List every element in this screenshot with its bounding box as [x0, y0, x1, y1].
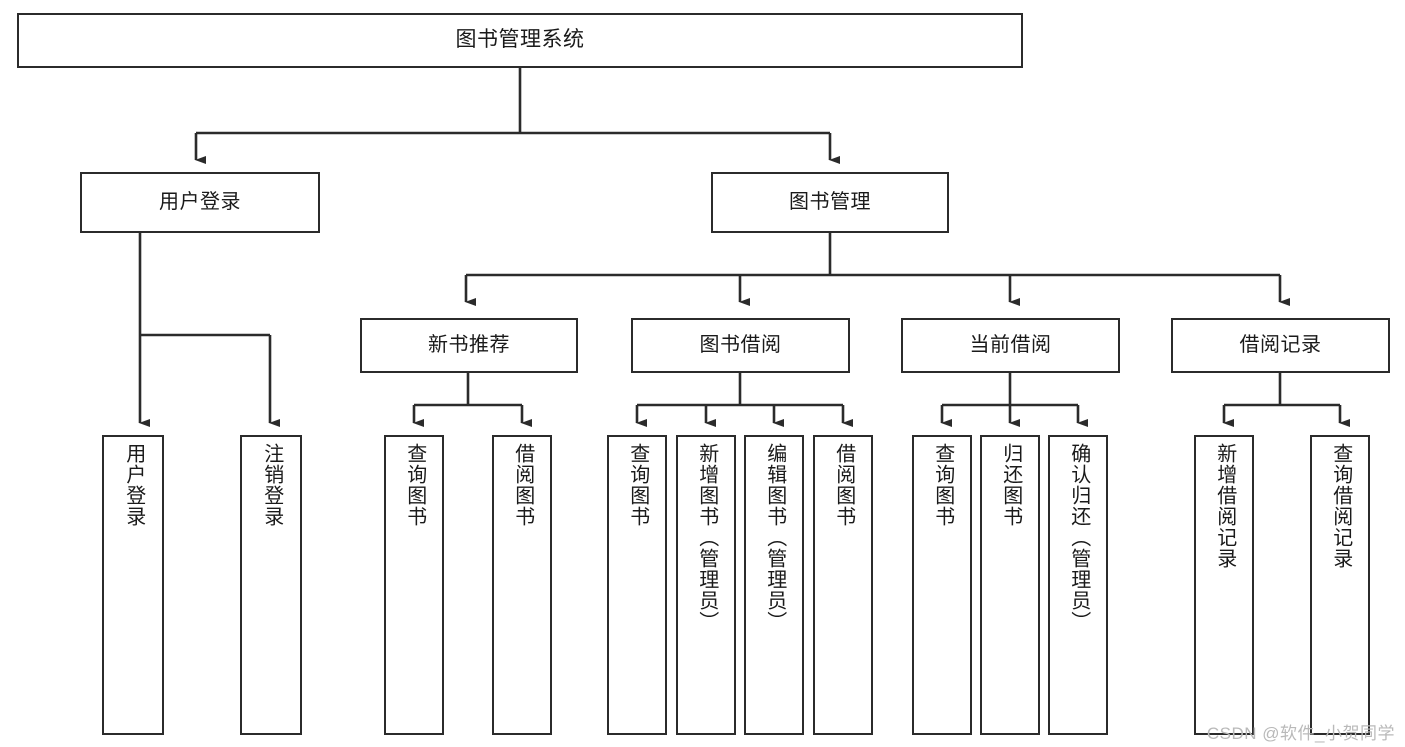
node-book-borrow[interactable]: 图书借阅 [631, 318, 850, 373]
leaf-borrow-book-2[interactable]: 借阅图书 [813, 435, 873, 735]
leaf-user-login-label: 用户登录 [122, 443, 145, 527]
node-borrow-record[interactable]: 借阅记录 [1171, 318, 1390, 373]
node-book-management[interactable]: 图书管理 [711, 172, 949, 233]
leaf-query-book-2[interactable]: 查询图书 [607, 435, 667, 735]
leaf-query-book-2-label: 查询图书 [626, 443, 649, 527]
leaf-borrow-book-1[interactable]: 借阅图书 [492, 435, 552, 735]
leaf-return-book-label: 归还图书 [999, 443, 1022, 527]
node-user-login[interactable]: 用户登录 [80, 172, 320, 233]
leaf-add-borrow-record-label: 新增借阅记录 [1213, 443, 1236, 569]
node-user-login-label: 用户登录 [159, 191, 241, 213]
leaf-query-book-1-label: 查询图书 [403, 443, 426, 527]
leaf-query-borrow-record-label: 查询借阅记录 [1329, 443, 1352, 569]
node-borrow-record-label: 借阅记录 [1239, 334, 1322, 356]
node-new-book-recommend-label: 新书推荐 [428, 334, 510, 356]
node-current-borrow-label: 当前借阅 [969, 334, 1052, 356]
leaf-query-book-1[interactable]: 查询图书 [384, 435, 444, 735]
node-root-label: 图书管理系统 [455, 28, 585, 52]
leaf-confirm-return[interactable]: 确认归还（管理员） [1048, 435, 1108, 735]
leaf-edit-book-label: 编辑图书（管理员） [763, 443, 786, 632]
leaf-query-borrow-record[interactable]: 查询借阅记录 [1310, 435, 1370, 735]
leaf-add-book-label: 新增图书（管理员） [695, 443, 718, 632]
leaf-add-borrow-record[interactable]: 新增借阅记录 [1194, 435, 1254, 735]
leaf-logout-login[interactable]: 注销登录 [240, 435, 302, 735]
leaf-query-book-3[interactable]: 查询图书 [912, 435, 972, 735]
node-current-borrow[interactable]: 当前借阅 [901, 318, 1120, 373]
csdn-watermark: CSDN @软件_小贺同学 [1206, 724, 1395, 743]
node-new-book-recommend[interactable]: 新书推荐 [360, 318, 578, 373]
leaf-return-book[interactable]: 归还图书 [980, 435, 1040, 735]
leaf-query-book-3-label: 查询图书 [931, 443, 954, 527]
leaf-add-book[interactable]: 新增图书（管理员） [676, 435, 736, 735]
leaf-borrow-book-2-label: 借阅图书 [832, 443, 855, 527]
leaf-logout-login-label: 注销登录 [260, 443, 283, 527]
leaf-edit-book[interactable]: 编辑图书（管理员） [744, 435, 804, 735]
node-root[interactable]: 图书管理系统 [17, 13, 1023, 68]
leaf-confirm-return-label: 确认归还（管理员） [1067, 443, 1090, 632]
node-book-borrow-label: 图书借阅 [699, 334, 782, 356]
node-book-management-label: 图书管理 [789, 191, 871, 213]
leaf-borrow-book-1-label: 借阅图书 [511, 443, 534, 527]
leaf-user-login[interactable]: 用户登录 [102, 435, 164, 735]
